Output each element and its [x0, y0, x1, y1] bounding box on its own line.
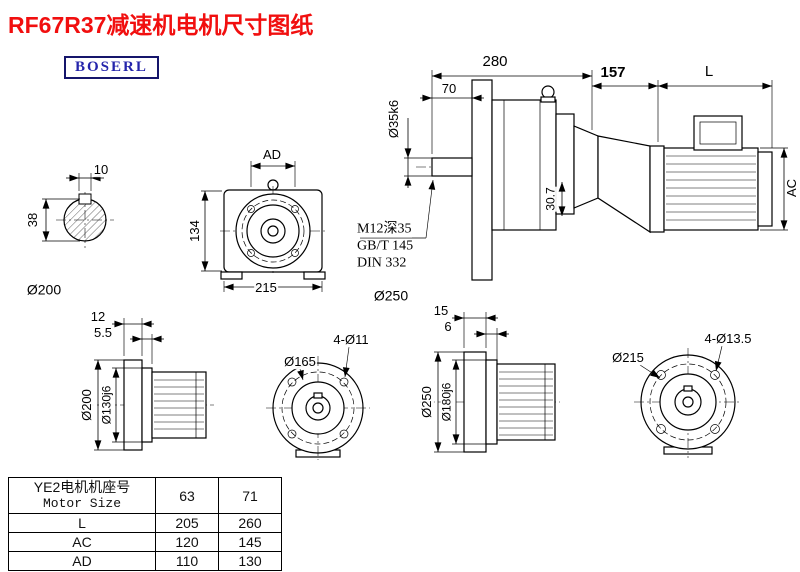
row-value: 205: [155, 513, 219, 533]
dim-small-spigot-dia-label: Ø130j6: [99, 384, 114, 426]
table-row: L 205 260: [8, 513, 282, 533]
row-value: 145: [218, 532, 282, 552]
dim-small-bolt-circle-label: Ø165: [283, 354, 317, 370]
dim-large-bolt-holes-label: 4-Ø13.5: [703, 331, 753, 347]
dim-total-length-label: 280: [481, 53, 509, 71]
page-title: RF67R37减速机电机尺寸图纸: [8, 12, 314, 38]
dim-main-flange-label: Ø250: [372, 287, 410, 304]
row-label-ac: AC: [8, 532, 156, 552]
row-label-l: L: [8, 513, 156, 533]
table-header-row: YE2电机机座号 Motor Size 63 71: [8, 477, 282, 514]
dim-shaft-diameter-label: Ø35k6: [386, 98, 402, 140]
dim-large-spigot-depth-label: 6: [443, 319, 453, 335]
view-motor: [592, 80, 788, 234]
view-shaft-section: [42, 173, 114, 248]
dim-shaft-dia-label: Ø200: [25, 281, 63, 298]
dim-front-height-label: 134: [187, 219, 203, 243]
dim-ad-label: AD: [261, 147, 283, 163]
standard-din-label: DIN 332: [356, 255, 408, 272]
table-header-cell: YE2电机机座号 Motor Size: [8, 477, 156, 514]
table-row: AC 120 145: [8, 532, 282, 552]
dim-large-spigot-dia-label: Ø180j6: [439, 381, 454, 423]
motor-size-table: YE2电机机座号 Motor Size 63 71 L 205 260 AC 1…: [8, 477, 282, 571]
motor-size-col-63: 63: [155, 477, 219, 514]
view-side-small: [84, 318, 214, 451]
table-header-cn: YE2电机机座号: [33, 478, 131, 495]
dim-large-flange-thickness-label: 15: [432, 303, 450, 319]
brand-logo: BOSERL: [64, 56, 159, 79]
view-side-main: [360, 70, 600, 281]
dim-adapter-length-label: 157: [599, 64, 627, 82]
standard-gb-label: GB/T 145: [356, 238, 415, 255]
dim-key-width-label: 10: [92, 162, 110, 178]
dim-motor-height-label: AC: [784, 177, 800, 199]
row-value: 260: [218, 513, 282, 533]
row-label-ad: AD: [8, 551, 156, 571]
table-header-en: Motor Size: [42, 496, 121, 512]
dim-large-bolt-circle-label: Ø215: [611, 350, 645, 366]
view-front: [201, 161, 326, 292]
motor-size-col-71: 71: [218, 477, 282, 514]
dim-motor-length-label: L: [703, 63, 715, 81]
dim-large-flange-od-label: Ø250: [419, 385, 435, 419]
view-flange-small: [266, 346, 370, 460]
dim-small-flange-od-label: Ø200: [79, 388, 95, 422]
dim-shaft-length-label: 70: [440, 81, 458, 97]
row-value: 110: [155, 551, 219, 571]
dim-front-width-label: 215: [254, 280, 278, 296]
dim-small-flange-thickness-label: 12: [89, 309, 107, 325]
table-row: AD 110 130: [8, 551, 282, 571]
view-side-large: [420, 312, 560, 453]
dim-inner-depth-label: 30.7: [543, 186, 558, 212]
tap-hole-label: M12深35: [356, 221, 413, 238]
row-value: 130: [218, 551, 282, 571]
dim-small-spigot-depth-label: 5.5: [92, 325, 114, 341]
view-flange-large: [634, 345, 742, 458]
dim-small-bolt-holes-label: 4-Ø11: [332, 332, 370, 348]
row-value: 120: [155, 532, 219, 552]
dim-shaft-height-label: 38: [25, 211, 41, 229]
